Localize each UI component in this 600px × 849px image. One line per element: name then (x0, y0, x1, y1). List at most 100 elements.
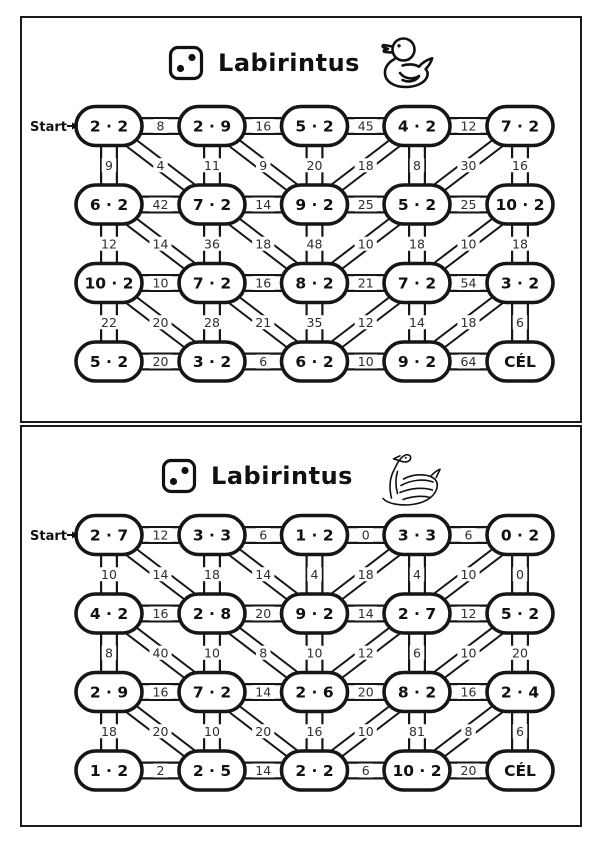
edge-label: 16 (255, 276, 271, 291)
edge-label-bg (457, 567, 480, 582)
maze-node-label: CÉL (504, 761, 536, 780)
edge-label: 12 (358, 645, 374, 660)
maze-node-label: 1 · 2 (295, 527, 333, 545)
maze-node-label: 5 · 2 (90, 353, 128, 371)
edge-label-bg (405, 236, 429, 251)
edge-label: 45 (358, 119, 374, 134)
maze-node (485, 261, 555, 305)
edge-label: 10 (204, 645, 220, 660)
maze-node (74, 592, 144, 635)
maze-node-label: 7 · 2 (193, 684, 231, 702)
maze-node (382, 670, 452, 714)
edge-label: 2 (157, 763, 165, 778)
maze-node (382, 104, 452, 148)
maze-node-label: 10 · 2 (495, 196, 544, 214)
maze-node-label: 2 · 5 (193, 762, 231, 780)
edge-label: 20 (461, 763, 477, 778)
edge-label-bg (512, 315, 528, 330)
edge-label: 10 (461, 645, 477, 660)
edge-label: 12 (153, 528, 169, 543)
edge-label-bg (97, 724, 121, 739)
edge-label-bg (252, 236, 275, 251)
maze-node (382, 513, 452, 557)
edge-label: 20 (512, 645, 528, 660)
edge-label: 0 (362, 528, 370, 543)
edge-label-bg (461, 528, 476, 542)
edge-label-bg (101, 158, 117, 173)
edge-label: 8 (465, 724, 473, 739)
edge-label-bg (303, 158, 326, 173)
maze-node-label: 2 · 8 (193, 605, 231, 623)
maze-node (177, 340, 247, 383)
maze-node (382, 261, 452, 305)
edge-label: 6 (413, 645, 421, 660)
edge-label-bg (200, 158, 224, 173)
edge-label: 20 (255, 606, 271, 621)
maze-node (74, 340, 144, 383)
maze-node-label: 10 · 2 (84, 275, 133, 293)
edge-label-bg (405, 724, 429, 739)
edge-label: 11 (204, 158, 220, 173)
swan-icon (382, 453, 441, 506)
maze-node (279, 261, 350, 305)
panel-title: Labirintus (218, 49, 360, 77)
edge-label-bg (149, 567, 172, 582)
edge-label: 12 (461, 119, 477, 134)
edge-label: 48 (307, 236, 323, 251)
edge-label: 25 (461, 197, 477, 212)
edge-label-bg (97, 315, 121, 330)
maze-node (279, 183, 350, 226)
edge-label-bg (457, 763, 480, 778)
edge-label-bg (303, 236, 326, 251)
maze-node (279, 340, 350, 383)
edge-label-bg (153, 763, 168, 778)
maze-node (74, 261, 144, 305)
edge-label-bg (461, 724, 476, 739)
edge-label-bg (457, 236, 480, 251)
edge-label: 6 (362, 763, 370, 778)
edge-label-bg (252, 197, 275, 212)
edge-label-bg (149, 236, 172, 251)
edge-label-bg (303, 645, 326, 660)
edge-label-bg (252, 567, 275, 582)
edge-label-bg (508, 236, 532, 251)
edge-label-bg (255, 645, 271, 660)
edge-label-bg (354, 354, 377, 369)
edge-label: 18 (512, 236, 528, 251)
edge-label: 18 (461, 315, 477, 330)
maze-node-label: 5 · 2 (295, 118, 333, 136)
edge-label-bg (149, 197, 172, 212)
edge-label: 8 (413, 158, 421, 173)
edge-label: 10 (358, 236, 374, 251)
edge-label: 10 (307, 645, 323, 660)
edge-label: 18 (204, 567, 220, 582)
edge-label: 18 (409, 236, 425, 251)
maze-node-label: 4 · 2 (398, 118, 436, 136)
edge-label-bg (97, 236, 121, 251)
edge-label-bg (409, 645, 425, 660)
edge-label: 35 (307, 315, 323, 330)
start-label: Start (30, 529, 67, 544)
edge-label: 14 (358, 606, 374, 621)
maze-node-label: 7 · 2 (193, 196, 231, 214)
edge-label: 20 (358, 685, 374, 700)
maze-node-label: 7 · 2 (398, 275, 436, 293)
edge-label-bg (512, 567, 528, 582)
maze-node (485, 340, 555, 383)
edge-label: 10 (204, 724, 220, 739)
edge-label: 16 (461, 685, 477, 700)
edge-label: 0 (516, 567, 524, 582)
edge-label-bg (307, 567, 322, 582)
maze-node (485, 104, 555, 148)
maze-node (279, 749, 350, 792)
edge-label-bg (303, 315, 326, 330)
edge-label: 14 (409, 315, 425, 330)
edge-label-bg (354, 724, 377, 739)
edge-label: 14 (255, 197, 271, 212)
edge-label-bg (252, 276, 275, 290)
maze-node (74, 183, 144, 226)
edge-label: 10 (153, 276, 169, 291)
maze-node-label: 2 · 9 (193, 118, 231, 136)
edge-label: 40 (153, 645, 169, 660)
edge-label-bg (409, 567, 425, 582)
